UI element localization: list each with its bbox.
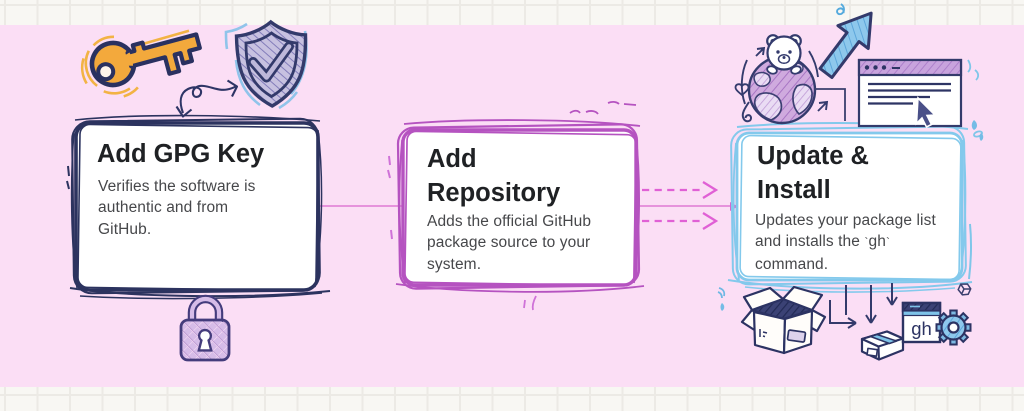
- svg-text:gh: gh: [911, 318, 932, 339]
